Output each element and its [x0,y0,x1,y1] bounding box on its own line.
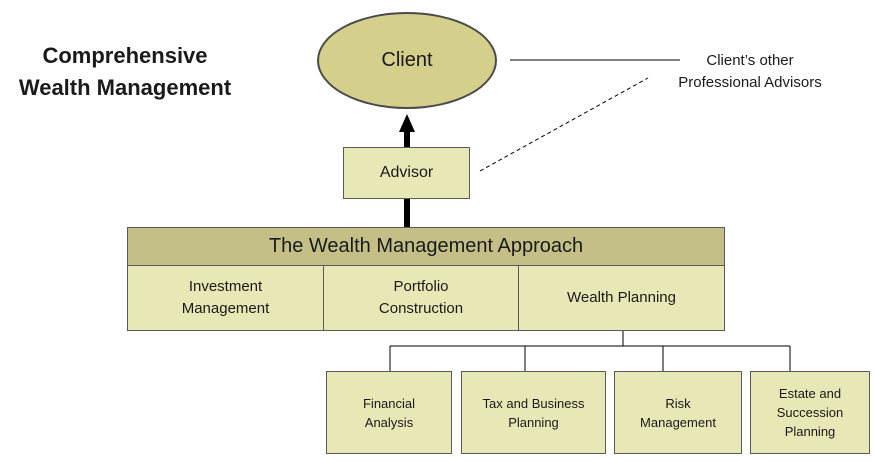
approach-header-label: The Wealth Management Approach [268,235,584,257]
other-advisors-line-1: Client’s other [706,52,794,69]
tax-business-line-1: Tax and Business [482,395,585,411]
other-advisors-label: Client’s other Professional Advisors [640,50,860,94]
page-title: Comprehensive Wealth Management [6,40,244,104]
wealth-planning-cell: Wealth Planning [519,266,724,330]
investment-management-line-1: Investment [188,278,263,295]
risk-management-line-2: Management [640,414,716,430]
portfolio-construction-line-2: Construction [378,300,464,317]
financial-analysis-box: Financial Analysis [326,371,452,454]
advisor-to-other-advisors-dashed-line [479,77,649,172]
wealth-planning-line-1: Wealth Planning [567,289,676,306]
financial-analysis-line-1: Financial [362,395,416,411]
client-label: Client [381,49,433,71]
tax-business-line-2: Planning [508,414,559,430]
estate-succession-line-3: Planning [784,424,836,439]
other-advisors-line-2: Professional Advisors [678,74,822,91]
wealth-management-approach: The Wealth Management Approach Investmen… [127,227,725,331]
advisor-node: Advisor [343,147,470,199]
client-node: Client [317,12,497,109]
investment-management-line-2: Management [181,300,270,317]
portfolio-construction-cell: Portfolio Construction [324,266,519,330]
advisor-to-client-arrow-head [399,114,415,132]
estate-succession-line-2: Succession [776,405,844,420]
portfolio-construction-line-1: Portfolio [393,278,449,295]
advisor-label: Advisor [379,164,434,181]
title-line-2: Wealth Management [18,75,232,100]
estate-succession-planning-box: Estate and Succession Planning [750,371,870,454]
title-line-1: Comprehensive [42,43,208,68]
financial-analysis-line-2: Analysis [364,414,414,430]
risk-management-box: Risk Management [614,371,742,454]
investment-management-cell: Investment Management [128,266,324,330]
approach-header: The Wealth Management Approach [128,228,724,266]
tax-business-planning-box: Tax and Business Planning [461,371,606,454]
risk-management-line-1: Risk [665,395,691,411]
estate-succession-line-1: Estate and [778,386,842,401]
